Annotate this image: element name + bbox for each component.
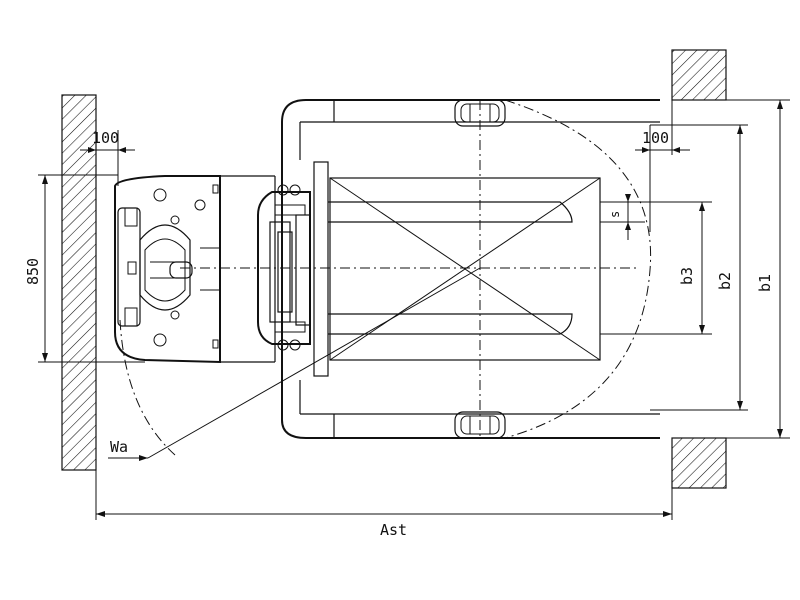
load-box (329, 177, 601, 361)
left-wall-hatched (61, 94, 97, 471)
mast-carriage (257, 161, 329, 377)
centerlines (119, 99, 652, 456)
dimension-b1-label: b1 (756, 274, 774, 292)
dimension-s-label: s (608, 211, 622, 218)
dimension-850 (38, 174, 145, 363)
bottom-right-rack-hatched (671, 437, 727, 489)
top-right-rack-hatched (671, 49, 727, 101)
dimension-b2 (650, 124, 748, 411)
dimension-b3-label: b3 (678, 267, 696, 285)
dimension-b2-label: b2 (716, 272, 734, 290)
dimension-ast-label: Ast (380, 521, 407, 539)
dimension-s (600, 194, 645, 240)
dimension-wa-label: Wa (110, 438, 128, 456)
pallet-outline (281, 99, 660, 439)
forks (328, 201, 573, 335)
turning-radius-line (147, 267, 481, 459)
dimension-wa (108, 455, 148, 461)
truck-body (114, 175, 276, 364)
dimension-100-right-label: 100 (642, 129, 669, 147)
dimension-100-right (635, 100, 690, 232)
dimension-b3 (600, 201, 712, 335)
dimension-100-left (80, 130, 135, 186)
dimension-b1 (726, 99, 790, 439)
dimension-ast (95, 470, 673, 520)
dimension-850-label: 850 (24, 258, 42, 285)
dimension-100-left-label: 100 (92, 129, 119, 147)
